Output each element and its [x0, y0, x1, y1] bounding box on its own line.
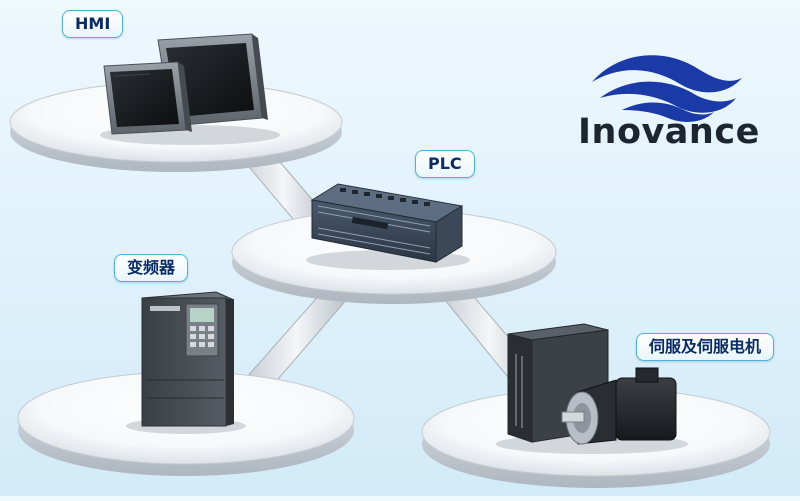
vfd-device [126, 291, 246, 434]
hmi-device [100, 33, 280, 145]
vfd-label: 变频器 [114, 254, 189, 282]
servo-device [496, 323, 688, 454]
waves-logo-icon [592, 55, 742, 122]
plc-device [306, 183, 470, 270]
hmi-label: HMI [62, 10, 124, 38]
connector-plc-vfd [245, 291, 349, 387]
brand-name: Inovance [578, 112, 760, 152]
servo-label: 伺服及伺服电机 [636, 333, 775, 361]
plc-label: PLC [415, 150, 475, 178]
